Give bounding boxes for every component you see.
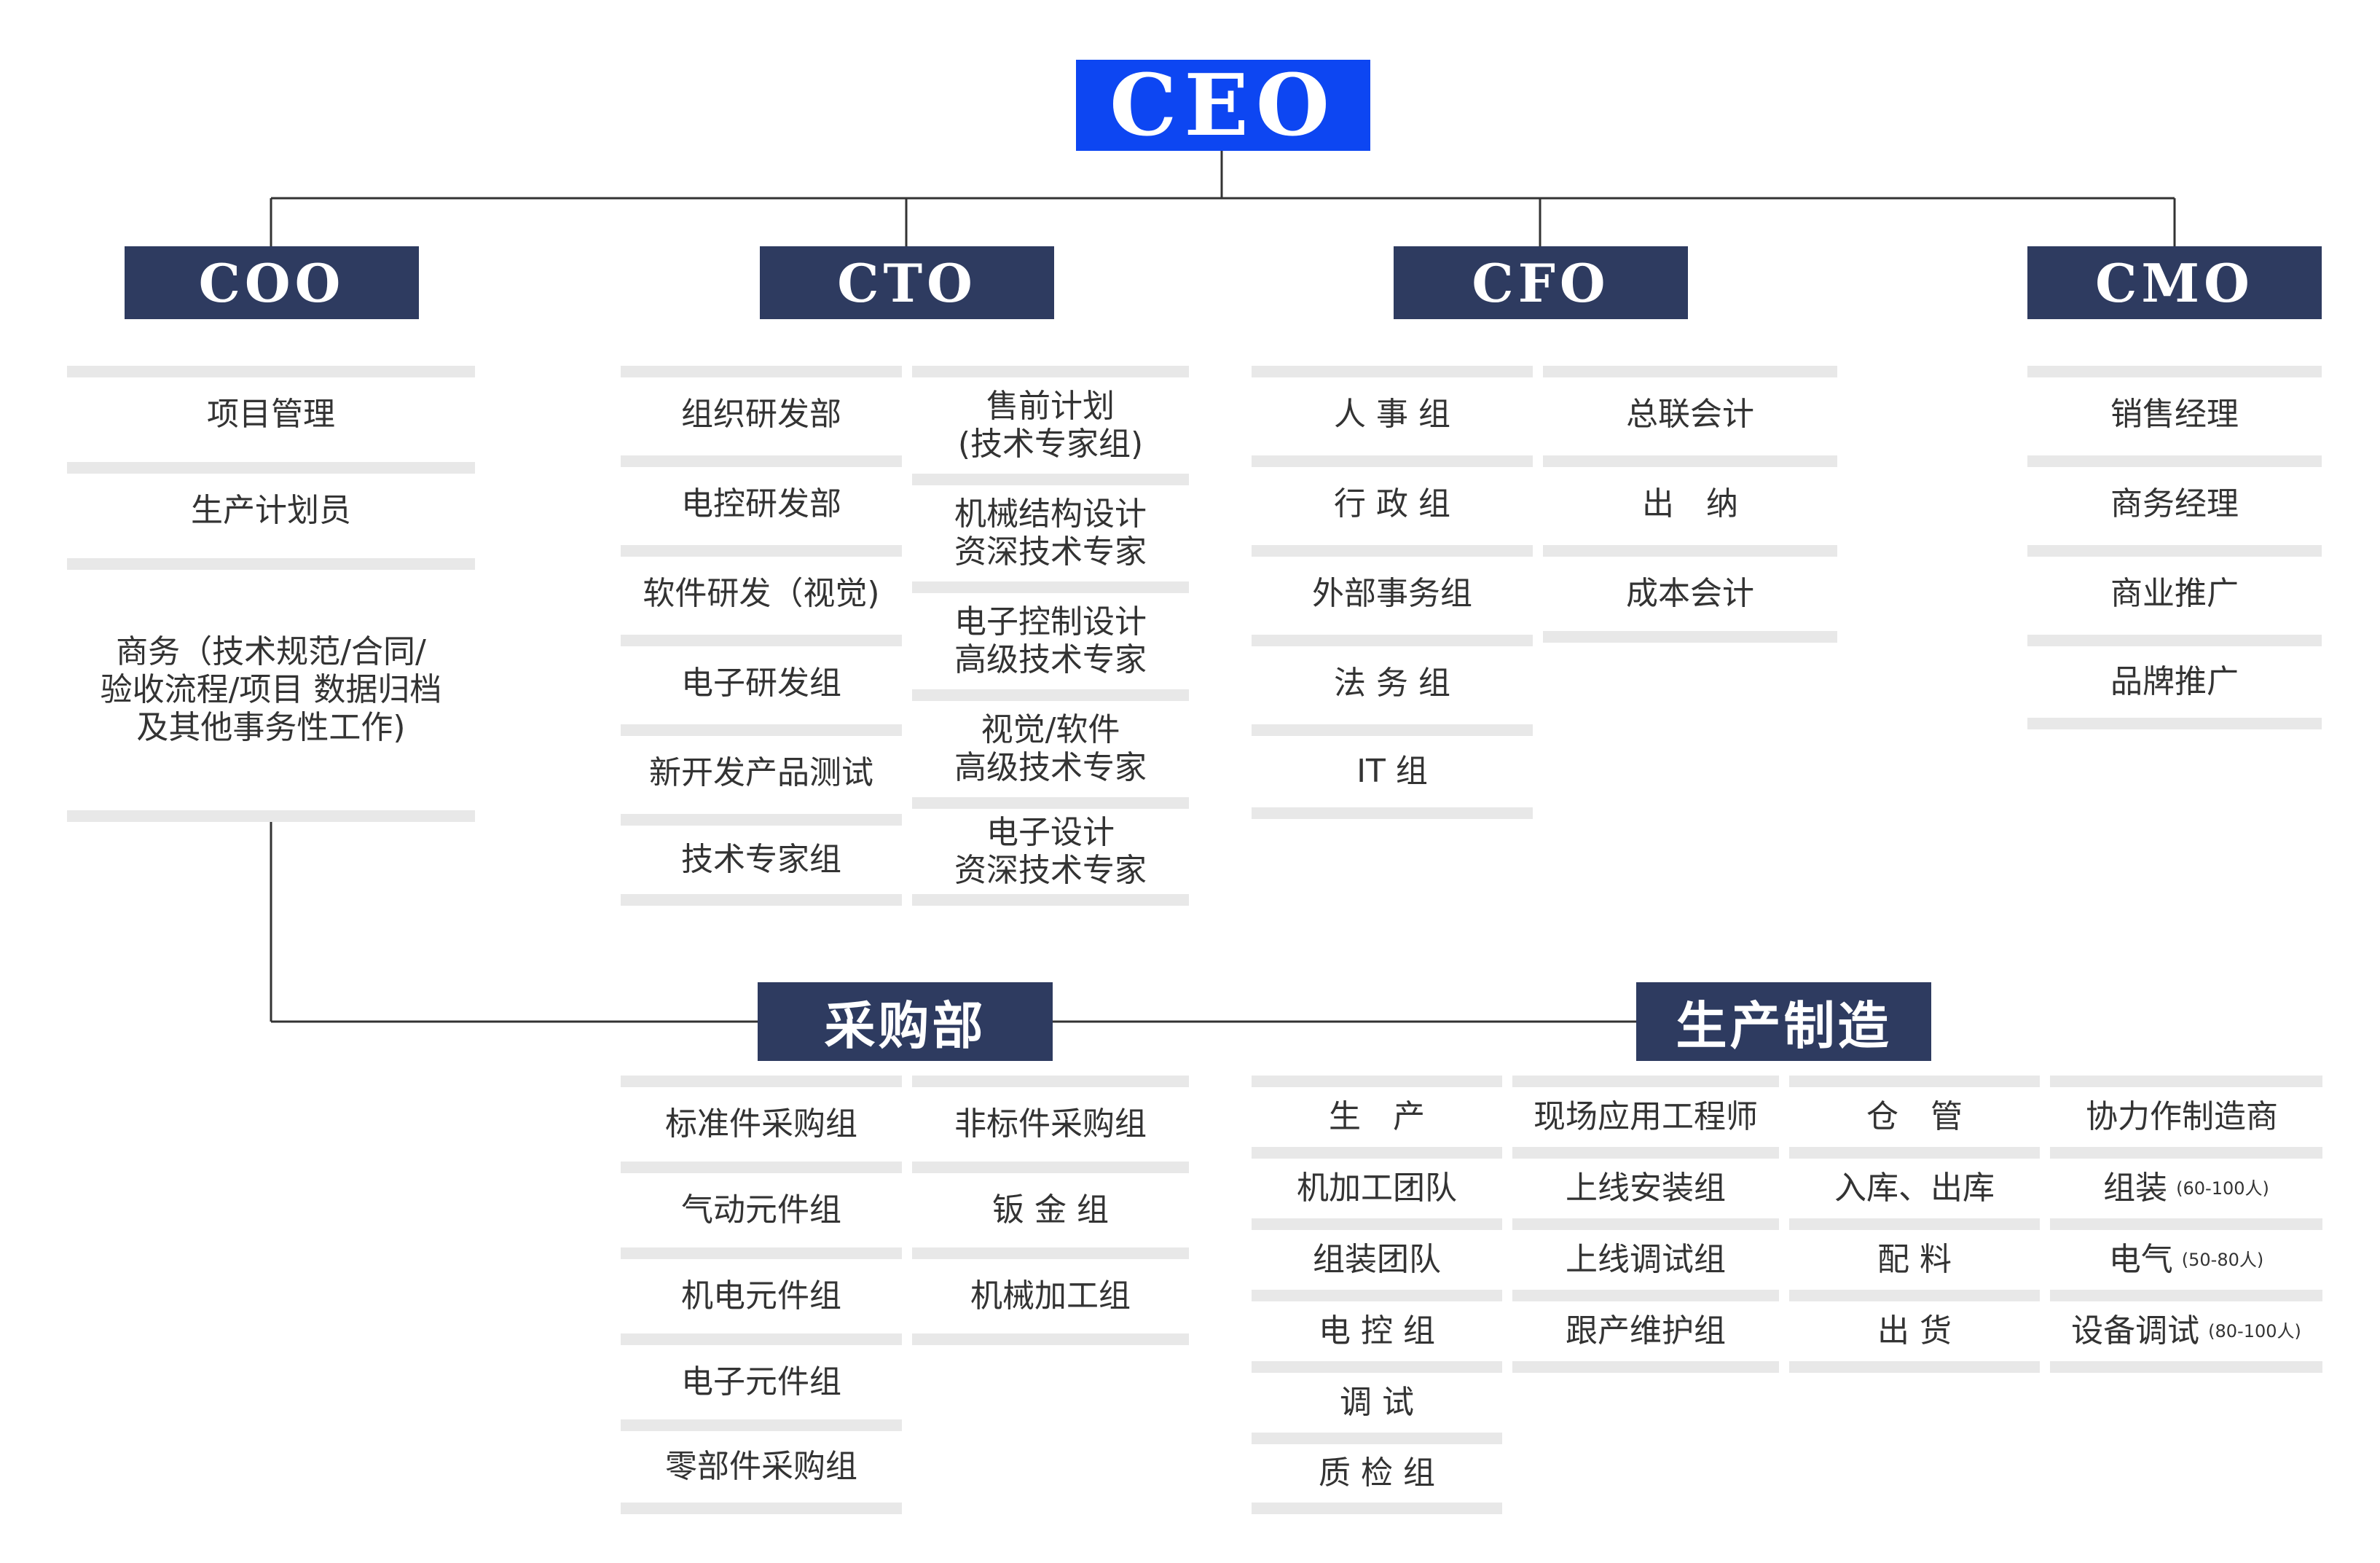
cto-right-item: 电子控制设计 高级技术专家 (912, 581, 1189, 689)
cto-left-item: 电子研发组 (621, 635, 902, 721)
purchasing-left-item: 机电元件组 (621, 1247, 902, 1333)
cto-right-item: 机械结构设计 资深技术专家 (912, 474, 1189, 581)
cfo-right-item: 总联会计 (1543, 366, 1837, 452)
production-col3-item: 入库、出库 (1789, 1147, 2040, 1218)
cto-left-item: 电控研发部 (621, 455, 902, 541)
production-col1-item: 质 检 组 (1252, 1433, 1502, 1514)
cmo-item: 销售经理 (2027, 366, 2322, 452)
cfo-right-item: 成本会计 (1543, 545, 1837, 643)
production-col2-item: 现场应用工程师 (1512, 1076, 1779, 1147)
cto-left-item: 新开发产品测试 (621, 724, 902, 810)
production-col3-item: 出 货 (1789, 1290, 2040, 1373)
ceo-box: CEO (1076, 56, 1370, 155)
production-col4-item: 电气(50-80人) (2050, 1218, 2322, 1290)
cfo-left-item: 人 事 组 (1252, 366, 1533, 452)
cto-left-item: 软件研发（视觉) (621, 545, 902, 631)
production-col1-item: 调 试 (1252, 1361, 1502, 1433)
production-col2-item: 上线安装组 (1512, 1147, 1779, 1218)
cfo-box: CFO (1394, 246, 1688, 319)
cmo-item: 商务经理 (2027, 455, 2322, 541)
cfo-right-item: 出 纳 (1543, 455, 1837, 541)
production-col1-item: 生 产 (1252, 1076, 1502, 1147)
production-col4-item: 设备调试(80-100人) (2050, 1290, 2322, 1373)
coo-item: 商务（技术规范/合同/ 验收流程/项目 数据归档 及其他事务性工作) (67, 558, 475, 822)
purchasing-header: 采购部 (758, 982, 1053, 1061)
cfo-left-item: 法 务 组 (1252, 635, 1533, 721)
cto-right-item: 电子设计 资深技术专家 (912, 797, 1189, 906)
production-col1-item: 电 控 组 (1252, 1290, 1502, 1361)
cfo-left-item: IT 组 (1252, 724, 1533, 819)
cto-left-item: 技术专家组 (621, 814, 902, 906)
cfo-left-item: 外部事务组 (1252, 545, 1533, 631)
purchasing-left-item: 零部件采购组 (621, 1419, 902, 1514)
purchasing-right-item: 钣 金 组 (912, 1162, 1189, 1247)
cmo-item: 商业推广 (2027, 545, 2322, 631)
coo-box: COO (125, 246, 419, 319)
cmo-item: 品牌推广 (2027, 635, 2322, 729)
purchasing-left-item: 标准件采购组 (621, 1076, 902, 1162)
production-col2-item: 上线调试组 (1512, 1218, 1779, 1290)
production-header: 生产制造 (1636, 982, 1931, 1061)
purchasing-left-item: 电子元件组 (621, 1333, 902, 1419)
production-col4-item: 协力作制造商 (2050, 1076, 2322, 1147)
cmo-box: CMO (2027, 246, 2322, 319)
production-col1-item: 组装团队 (1252, 1218, 1502, 1290)
production-col2-item: 跟产维护组 (1512, 1290, 1779, 1373)
cto-right-item: 视觉/软件 高级技术专家 (912, 689, 1189, 797)
production-col1-item: 机加工团队 (1252, 1147, 1502, 1218)
purchasing-right-item: 非标件采购组 (912, 1076, 1189, 1162)
cto-box: CTO (760, 246, 1054, 319)
coo-item: 生产计划员 (67, 462, 475, 548)
cto-left-item: 组织研发部 (621, 366, 902, 452)
coo-item: 项目管理 (67, 366, 475, 452)
purchasing-right-item: 机械加工组 (912, 1247, 1189, 1345)
production-col3-item: 配 料 (1789, 1218, 2040, 1290)
cfo-left-item: 行 政 组 (1252, 455, 1533, 541)
cto-right-item: 售前计划 (技术专家组) (912, 366, 1189, 474)
purchasing-left-item: 气动元件组 (621, 1162, 902, 1247)
production-col4-item: 组装(60-100人) (2050, 1147, 2322, 1218)
production-col3-item: 仓 管 (1789, 1076, 2040, 1147)
